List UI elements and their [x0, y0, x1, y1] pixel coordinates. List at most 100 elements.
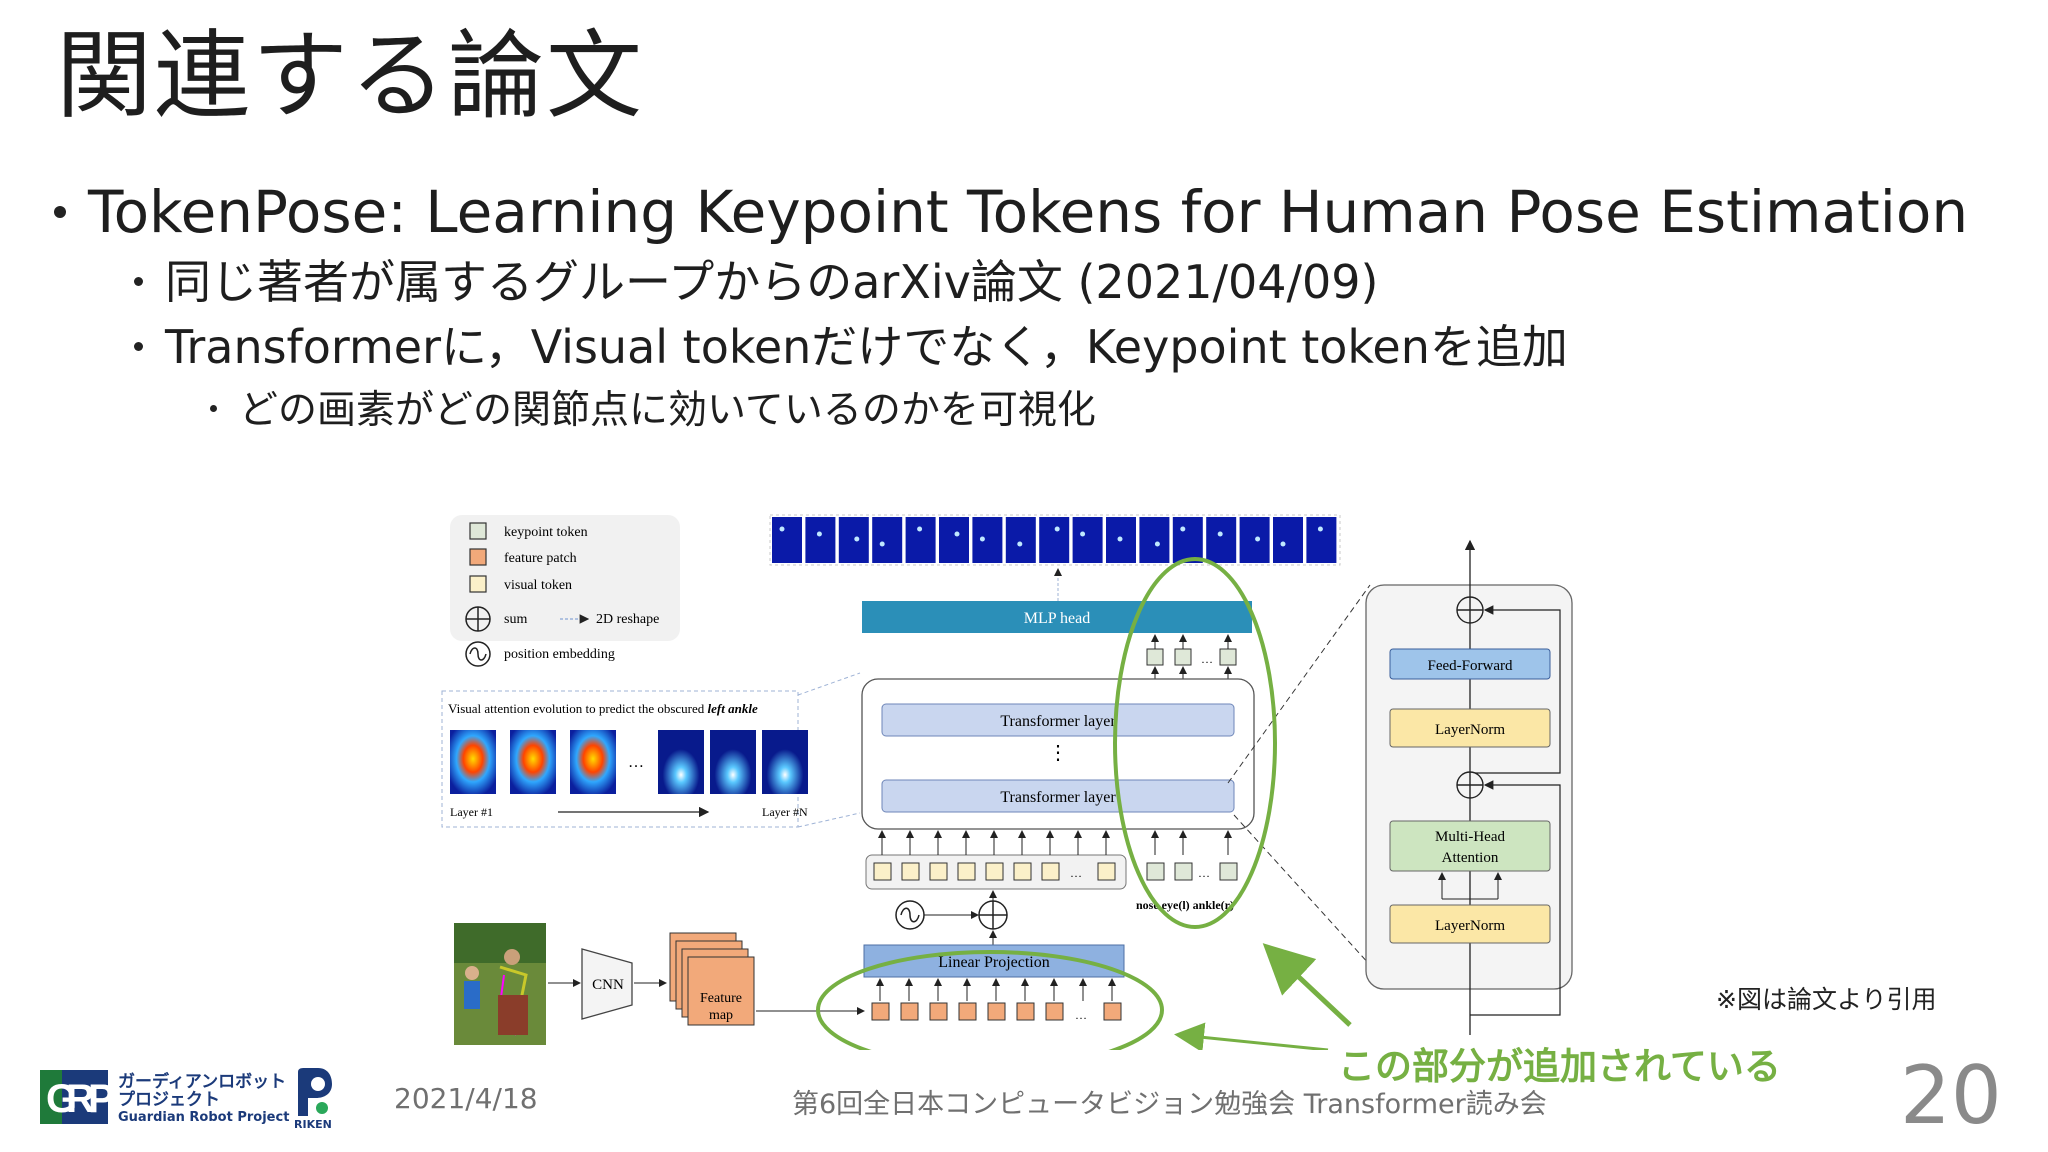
heatmap-peak — [879, 541, 885, 547]
feature-map-label-line2: map — [709, 1008, 733, 1023]
bullet-visualization: どの画素がどの関節点に効いているのかを可視化 — [210, 386, 1096, 436]
ellipsis: … — [1070, 866, 1082, 880]
feature-patch — [1103, 1002, 1122, 1021]
legend-reshape: 2D reshape — [596, 612, 659, 627]
output-heatmap-tile — [1072, 517, 1103, 563]
footer-event: 第6回全日本コンピュータビジョン勉強会 Transformer読み会 — [792, 1089, 1547, 1120]
feature-patch — [1045, 1002, 1064, 1021]
feature-patch — [929, 1002, 948, 1021]
visual-token — [1041, 862, 1060, 881]
position-embedding-icon — [465, 641, 491, 667]
heatmap-peak — [1154, 541, 1160, 547]
feature-patch-row: … — [871, 1002, 1122, 1022]
heatmap-peak — [1255, 536, 1261, 542]
output-heatmap-tile — [805, 517, 836, 563]
heatmap-peak — [1080, 531, 1086, 537]
annotation-added-part: この部分が追加されている — [1338, 1045, 1781, 1088]
legend-visual-token: visual token — [504, 578, 572, 593]
output-heatmap-tile — [905, 517, 936, 563]
bullet-text: どの画素がどの関節点に効いているのかを可視化 — [239, 388, 1096, 433]
footer-date: 2021/4/18 — [394, 1082, 538, 1115]
output-heatmap-tile — [838, 517, 869, 563]
output-heatmap-tile — [1039, 517, 1070, 563]
linear-projection-label: Linear Projection — [938, 954, 1050, 971]
visual-token — [929, 862, 948, 881]
heatmap-peak — [1217, 531, 1223, 537]
output-heatmap-tile — [1206, 517, 1237, 563]
bullet-text: 同じ著者が属するグループからのarXiv論文 (2021/04/09) — [165, 255, 1379, 309]
encoder-layer-detail: Feed-Forward LayerNorm Multi-Head Attent… — [1365, 539, 1573, 1035]
transformer-layer-top-label: Transformer layer — [1000, 713, 1116, 730]
mlp-head-label: MLP head — [1024, 610, 1091, 627]
heatmap-peak — [1054, 526, 1060, 532]
input-token-row: …… — [865, 854, 1238, 890]
feature-patch — [900, 1002, 919, 1021]
feature-patch — [987, 1002, 1006, 1021]
visual-token — [1097, 862, 1116, 881]
citation-note: ※図は論文より引用 — [1716, 985, 1937, 1014]
bullet-dot — [210, 405, 217, 412]
output-heatmaps — [769, 514, 1341, 566]
sum-node — [978, 900, 1008, 930]
feature-map-label-line1: Feature — [700, 991, 742, 1006]
feed-forward-label: Feed-Forward — [1428, 658, 1513, 674]
layernorm-top-block — [1389, 708, 1551, 748]
legend-sum: sum — [504, 612, 527, 627]
keypoint-token-swatch — [469, 522, 487, 540]
residual-sum-top — [1456, 596, 1484, 624]
heatmap-peak — [816, 531, 822, 537]
transformer-layer-top — [881, 703, 1235, 737]
feature-patch — [871, 1002, 890, 1021]
tokenpose-architecture-figure: keypoint token feature patch visual toke… — [441, 514, 1573, 1050]
visual-token — [873, 862, 892, 881]
output-heatmap-tile — [972, 517, 1003, 563]
attention-map-2 — [510, 730, 556, 794]
riken-label: RIKEN — [294, 1118, 332, 1131]
output-heatmap-tile — [1306, 517, 1337, 563]
heatmap-peak — [854, 536, 860, 542]
keypoint-token — [1174, 862, 1193, 881]
output-heatmap-tile — [772, 517, 802, 563]
bullet-paper-title: TokenPose: Learning Keypoint Tokens for … — [54, 176, 1968, 248]
layernorm-bottom-block — [1389, 904, 1551, 944]
legend-position-embedding: position embedding — [504, 647, 615, 662]
keypoint-names-label: nose eye(l) ankle(r) — [1136, 898, 1234, 912]
keypoint-output-tokens: … — [1146, 634, 1237, 679]
heatmap-peak — [979, 536, 985, 542]
cnn-label: CNN — [592, 977, 624, 993]
visual-token — [957, 862, 976, 881]
output-heatmap-tile — [1239, 517, 1270, 563]
input-person-image — [454, 923, 546, 1045]
bullet-keypoint-token: Transformerに，Visual tokenだけでなく，Keypoint … — [134, 318, 1568, 376]
multi-head-label-line1: Multi-Head — [1435, 829, 1505, 845]
bullet-text: TokenPose: Learning Keypoint Tokens for … — [88, 178, 1969, 246]
attention-map-1 — [450, 730, 496, 794]
output-heatmap-tile — [872, 517, 903, 563]
position-embedding-node — [895, 900, 925, 930]
svg-text:⋮: ⋮ — [1048, 742, 1068, 764]
layernorm-top-label: LayerNorm — [1435, 722, 1505, 738]
visual-token — [985, 862, 1004, 881]
feed-forward-block — [1389, 648, 1551, 680]
attention-map-6 — [762, 730, 808, 794]
legend-feature-patch: feature patch — [504, 551, 577, 566]
svg-text:…: … — [628, 754, 644, 771]
attention-map-5 — [710, 730, 756, 794]
layer-last-label: Layer #N — [762, 805, 808, 819]
ellipsis: … — [1198, 866, 1210, 880]
feature-map-stack: Feature map — [669, 932, 755, 1026]
keypoint-token-highlight — [1113, 557, 1277, 929]
projection-highlight — [816, 950, 1164, 1050]
feature-patch — [958, 1002, 977, 1021]
feature-patch-swatch — [469, 548, 487, 566]
cnn-block — [581, 948, 633, 1020]
guardian-robot-project-logo: G R P — [40, 1070, 115, 1124]
heatmap-peak — [1117, 536, 1123, 542]
page-title: 関連する論文 — [56, 20, 644, 132]
svg-text:…: … — [1201, 652, 1213, 666]
attention-map-3 — [570, 730, 616, 794]
bullet-dot — [54, 205, 66, 218]
heatmap-peak — [954, 531, 960, 537]
heatmap-peak — [1317, 526, 1323, 532]
attention-caption: Visual attention evolution to predict th… — [448, 701, 758, 716]
